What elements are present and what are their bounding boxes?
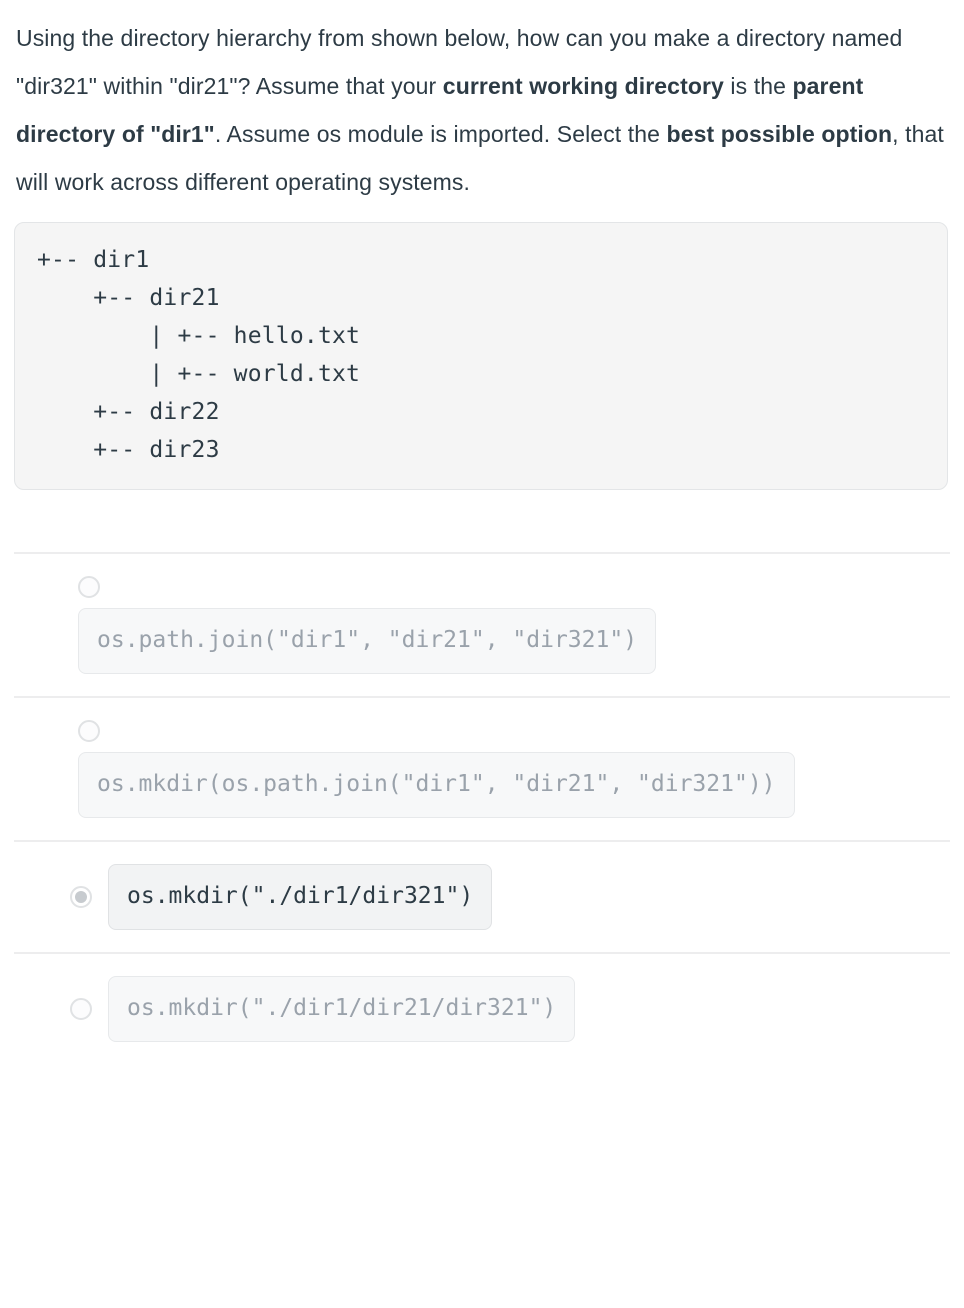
question-block: Using the directory hierarchy from shown… — [0, 0, 964, 210]
answer-option-3[interactable]: os.mkdir("./dir1/dir321") — [0, 842, 964, 952]
directory-tree-text: +-- dir1 +-- dir21 | +-- hello.txt | +--… — [37, 247, 361, 463]
option-divider — [14, 696, 950, 698]
question-run: , that will work across different operat… — [16, 121, 944, 195]
option-divider — [14, 840, 950, 842]
question-emphasis: current working directory — [442, 73, 724, 99]
option-divider — [14, 552, 950, 554]
question-run: Using the directory hierarchy from shown… — [16, 25, 903, 99]
question-text: Using the directory hierarchy from shown… — [16, 14, 948, 206]
answer-text-option-2[interactable]: os.mkdir(os.path.join("dir1", "dir21", "… — [78, 752, 795, 818]
radio-button-option-2[interactable] — [78, 720, 100, 742]
answer-option-4[interactable]: os.mkdir("./dir1/dir21/dir321") — [0, 954, 964, 1064]
quiz-question-page: Using the directory hierarchy from shown… — [0, 0, 964, 1064]
answer-text-option-1[interactable]: os.path.join("dir1", "dir21", "dir321") — [78, 608, 657, 674]
question-emphasis: parent directory of "dir1" — [16, 73, 864, 147]
answer-text-option-3[interactable]: os.mkdir("./dir1/dir321") — [108, 864, 493, 930]
answer-text-option-4[interactable]: os.mkdir("./dir1/dir21/dir321") — [108, 976, 576, 1042]
question-run: is the — [723, 73, 793, 99]
radio-button-option-3[interactable] — [70, 886, 92, 908]
question-run: . Assume os module is imported. Select t… — [214, 121, 667, 147]
radio-button-option-4[interactable] — [70, 998, 92, 1020]
answer-options-list: os.path.join("dir1", "dir21", "dir321") … — [0, 552, 964, 1064]
directory-tree-wrapper: +-- dir1 +-- dir21 | +-- hello.txt | +--… — [0, 210, 964, 490]
directory-tree-block: +-- dir1 +-- dir21 | +-- hello.txt | +--… — [14, 222, 948, 490]
question-emphasis: best possible option — [666, 121, 893, 147]
radio-button-option-1[interactable] — [78, 576, 100, 598]
option-divider — [14, 952, 950, 954]
answer-option-1[interactable]: os.path.join("dir1", "dir21", "dir321") — [0, 554, 964, 696]
answer-option-2[interactable]: os.mkdir(os.path.join("dir1", "dir21", "… — [0, 698, 964, 840]
